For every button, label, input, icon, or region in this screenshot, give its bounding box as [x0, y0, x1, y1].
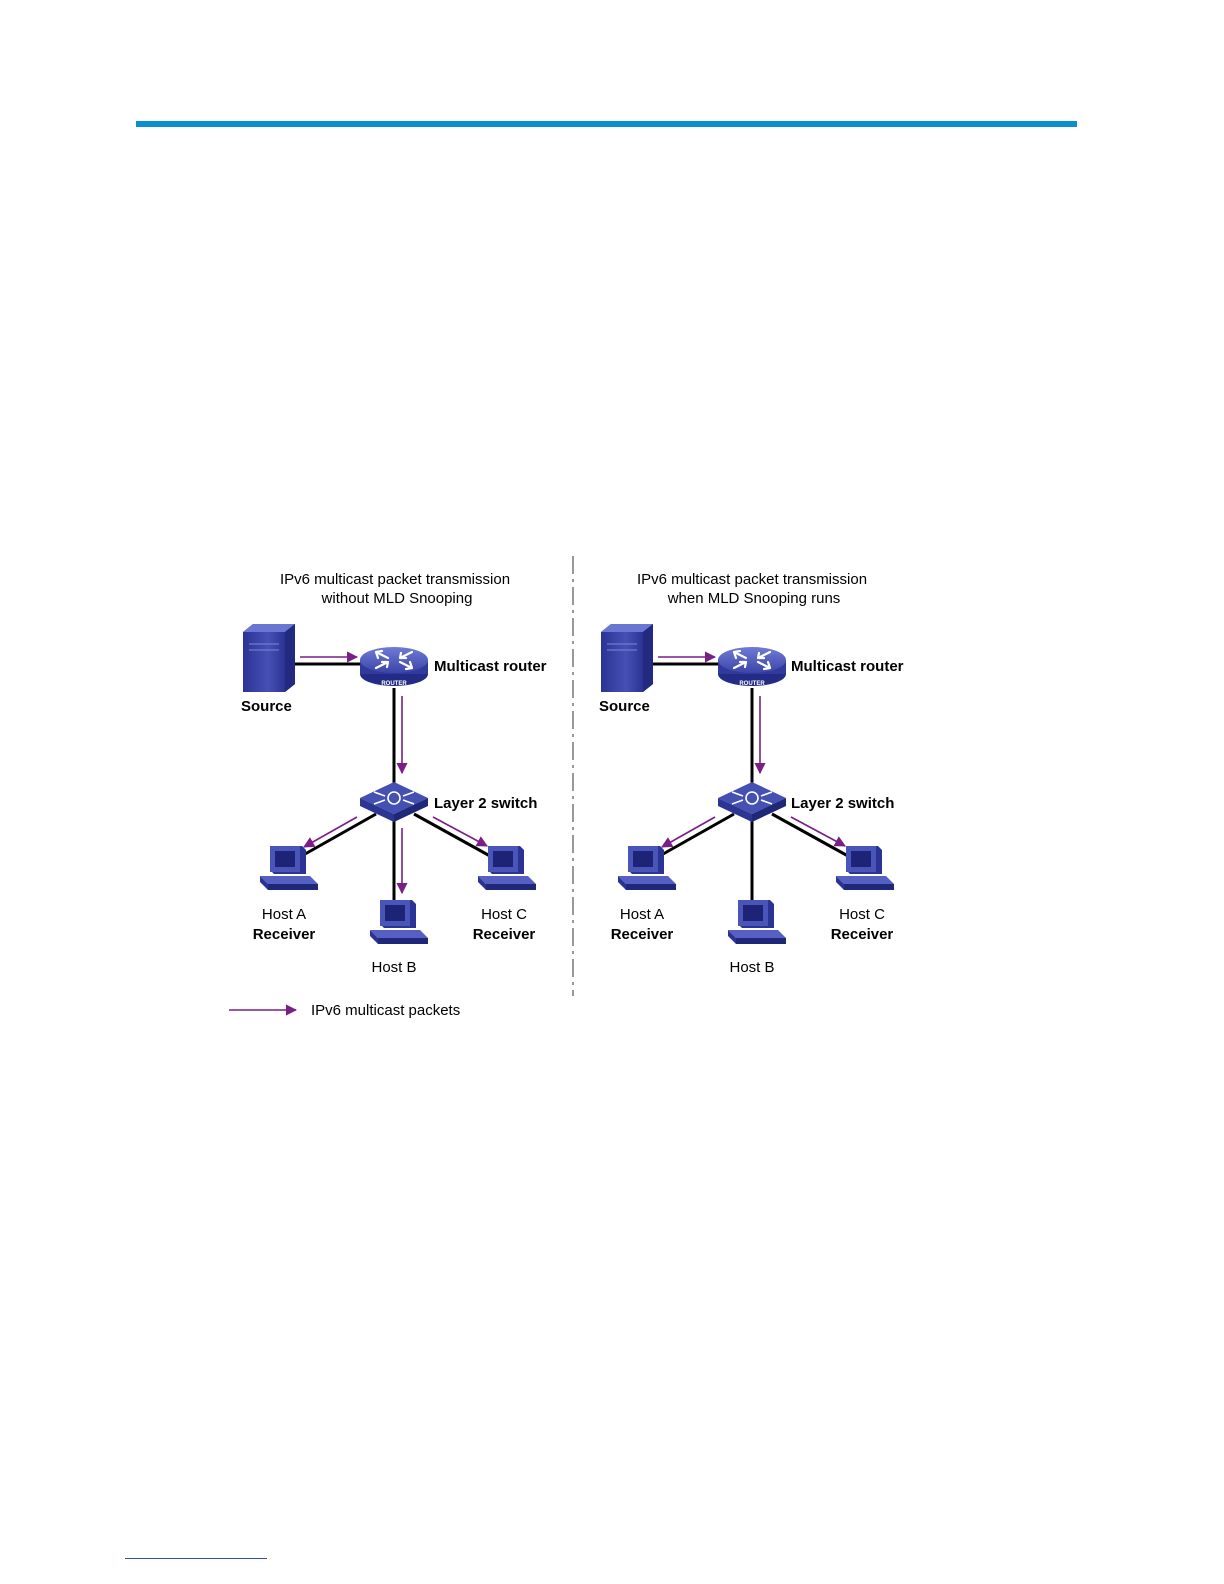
panel-title-line2: when MLD Snooping runs	[667, 590, 841, 607]
router-icon: ROUTER	[716, 645, 788, 688]
source-server-icon	[600, 623, 654, 693]
panel-title-line1: IPv6 multicast packet transmission	[280, 571, 510, 588]
source-label: Source	[241, 698, 292, 715]
legend: IPv6 multicast packets	[229, 1002, 460, 1019]
router-label: Multicast router	[434, 658, 547, 675]
host-a-name: Host A	[262, 906, 306, 923]
router-badge: ROUTER	[381, 681, 407, 687]
host-c-name: Host C	[481, 906, 527, 923]
link-switch-host-a	[655, 812, 735, 860]
router-label: Multicast router	[791, 658, 904, 675]
legend-label: IPv6 multicast packets	[311, 1002, 460, 1019]
router-badge: ROUTER	[739, 681, 765, 687]
packet-arrow-to-host-a	[303, 816, 358, 848]
footer-rule	[125, 1558, 267, 1559]
switch-label: Layer 2 switch	[791, 795, 894, 812]
host-b-name: Host B	[729, 959, 774, 976]
link-switch-host-c	[771, 812, 849, 858]
host-a-name: Host A	[620, 906, 664, 923]
host-c-role: Receiver	[831, 926, 894, 943]
panel-with-snooping: IPv6 multicast packet transmission when …	[599, 571, 904, 976]
switch-label: Layer 2 switch	[434, 795, 537, 812]
host-c-name: Host C	[839, 906, 885, 923]
host-b-pc-icon	[728, 900, 786, 944]
router-icon: ROUTER	[358, 645, 430, 688]
link-switch-host-c	[413, 812, 491, 858]
host-c-role: Receiver	[473, 926, 536, 943]
panel-without-snooping: IPv6 multicast packet transmission witho…	[241, 571, 547, 976]
packet-arrow-to-host-a	[661, 816, 716, 848]
panel-title-line1: IPv6 multicast packet transmission	[637, 571, 867, 588]
host-a-role: Receiver	[611, 926, 674, 943]
host-b-pc-icon	[370, 900, 428, 944]
source-server-icon	[242, 623, 296, 693]
header-rule	[136, 121, 1077, 127]
source-label: Source	[599, 698, 650, 715]
panel-title-line2: without MLD Snooping	[321, 590, 473, 607]
packet-arrow-to-host-c	[790, 816, 846, 847]
link-switch-host-a	[297, 812, 377, 860]
packet-arrow-to-host-c	[432, 816, 488, 847]
host-b-name: Host B	[371, 959, 416, 976]
host-a-role: Receiver	[253, 926, 316, 943]
